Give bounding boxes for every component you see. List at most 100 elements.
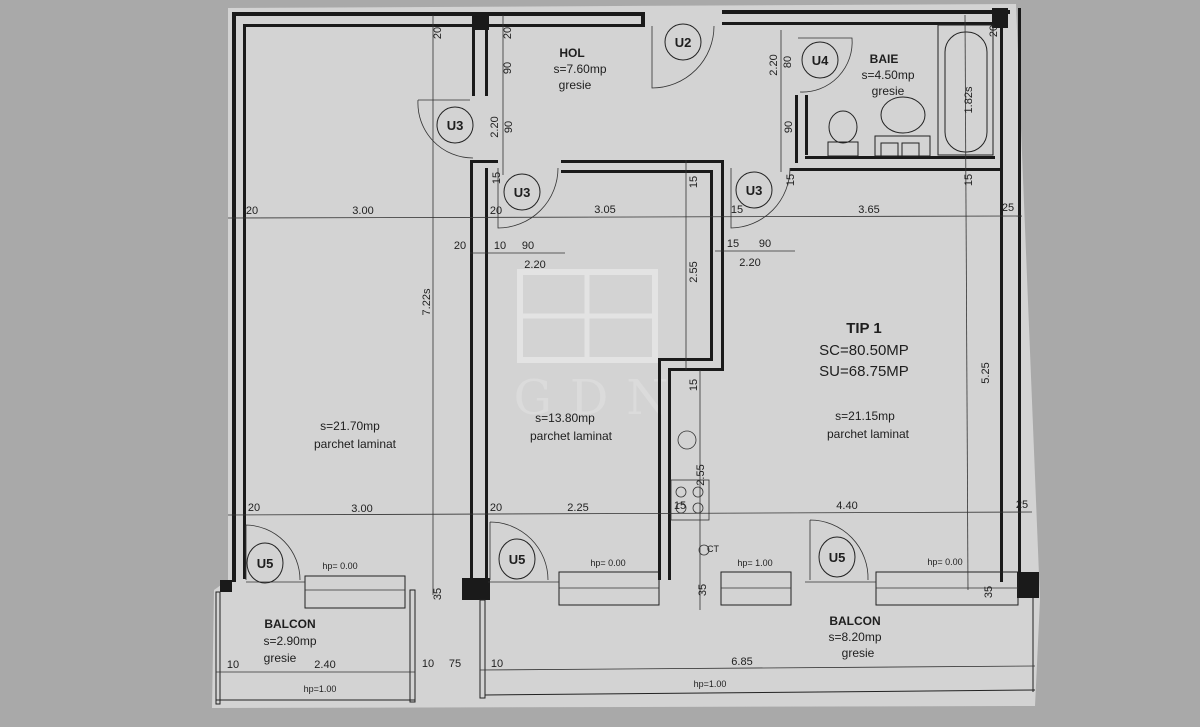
room-area-bedroom-left: s=21.70mp — [320, 419, 380, 433]
dimension-label: 80 — [782, 56, 794, 68]
sill-height: hp= 0.00 — [322, 561, 357, 571]
boiler-label: CT — [707, 544, 719, 554]
dimension-label: 2.55 — [695, 464, 707, 485]
door-tag: U3 — [447, 118, 464, 133]
door-tag: U5 — [509, 552, 526, 567]
dimension-label: 75 — [449, 658, 461, 670]
dimension-label: 5.25 — [980, 362, 992, 383]
dimension-label: 15 — [963, 174, 975, 186]
room-floor-bedroom-middle: parchet laminat — [530, 429, 613, 443]
room-name-hol: HOL — [559, 46, 584, 60]
sink-icon — [880, 96, 926, 134]
dimension-label: 15 — [674, 500, 686, 512]
door-tag: U5 — [829, 550, 846, 565]
door-tags: U2 U3 U3 U3 U4 U5 U5 U5 — [246, 23, 856, 584]
room-floor-bedroom-left: parchet laminat — [314, 437, 397, 451]
windows — [246, 571, 1019, 609]
dimension-label: 15 — [688, 379, 700, 391]
room-floor-balcon-right: gresie — [842, 646, 875, 660]
door-tag: U4 — [812, 53, 829, 68]
dimension-label: 2.20 — [524, 259, 545, 271]
apartment-type: TIP 1 — [846, 320, 882, 337]
dimension-label: 2.20 — [739, 257, 760, 269]
room-floor-hol: gresie — [559, 78, 592, 92]
room-area-balcon-right: s=8.20mp — [828, 630, 881, 644]
room-name-balcon-right: BALCON — [829, 614, 880, 628]
dimension-label: 10 — [491, 658, 503, 670]
horizontal-dimensions: 20 3.00 20 3.05 15 3.65 25 20 10 90 2.20… — [227, 202, 1028, 671]
room-name-baie: BAIE — [870, 52, 899, 66]
dimension-label: 90 — [522, 240, 534, 252]
dimension-label: 10 — [494, 240, 506, 252]
door-swings — [245, 25, 869, 581]
room-area-hol: s=7.60mp — [553, 62, 606, 76]
dimension-label: 90 — [502, 62, 514, 74]
dimension-label: 10 — [422, 658, 434, 670]
dimension-label: 2.20 — [768, 54, 780, 75]
door-tag: U3 — [746, 183, 763, 198]
toilet-icon — [828, 110, 858, 144]
dimension-label: 2.55 — [688, 261, 700, 282]
room-floor-balcon-left: gresie — [264, 651, 297, 665]
vertical-dimensions: 20 20 90 2.20 90 2.20 80 90 15 20 1.82s … — [421, 25, 1000, 600]
dimension-label: 35 — [432, 588, 444, 600]
room-area-balcon-left: s=2.90mp — [263, 634, 316, 648]
door-tag: U3 — [514, 185, 531, 200]
room-area-bedroom-middle: s=13.80mp — [535, 411, 595, 425]
dimension-label: 90 — [783, 121, 795, 133]
dimension-label: 2.40 — [314, 659, 335, 671]
built-area: SC=80.50MP — [819, 342, 909, 359]
dimension-label: 15 — [688, 176, 700, 188]
room-name-balcon-left: BALCON — [264, 617, 315, 631]
room-floor-living: parchet laminat — [827, 427, 910, 441]
dimension-label: 20 — [490, 205, 502, 217]
room-floor-baie: gresie — [872, 84, 905, 98]
sill-height: hp= 0.00 — [927, 557, 962, 567]
dimension-label: 25 — [1002, 202, 1014, 214]
dimension-label: 3.05 — [594, 204, 615, 216]
door-tag: U5 — [257, 556, 274, 571]
kitchen-sink-icon — [677, 430, 697, 450]
sill-height: hp= 0.00 — [590, 558, 625, 568]
dimension-label: 25 — [1016, 499, 1028, 511]
dimension-label: 7.22s — [421, 288, 433, 315]
svg-text:GDN: GDN — [514, 370, 687, 426]
room-area-baie: s=4.50mp — [861, 68, 914, 82]
dimension-label: 90 — [759, 238, 771, 250]
dimension-label: 90 — [503, 121, 515, 133]
dimension-label: 3.00 — [351, 503, 372, 515]
dimension-label: 1.82s — [963, 86, 975, 113]
dimension-label: 2.25 — [567, 502, 588, 514]
dimension-label: 15 — [727, 238, 739, 250]
dimension-label: 2.20 — [489, 116, 501, 137]
stove-icon — [670, 479, 710, 521]
dimension-label: 6.85 — [731, 656, 752, 668]
dimension-label: 3.65 — [858, 204, 879, 216]
sill-height: hp=1.00 — [304, 684, 337, 694]
dimension-lines — [216, 14, 1036, 673]
room-area-living: s=21.15mp — [835, 409, 895, 423]
dimension-label: 20 — [502, 27, 514, 39]
dimension-label: 20 — [988, 25, 1000, 37]
dimension-label: 15 — [785, 174, 797, 186]
balconies — [215, 589, 1036, 705]
dimension-label: 15 — [731, 204, 743, 216]
dimension-label: 3.00 — [352, 205, 373, 217]
dimension-label: 20 — [246, 205, 258, 217]
dimension-label: 4.40 — [836, 500, 857, 512]
dimension-label: 10 — [227, 659, 239, 671]
boiler-icon — [698, 544, 710, 556]
door-tag: U2 — [675, 35, 692, 50]
dimension-label: 20 — [454, 240, 466, 252]
sill-height: hp=1.00 — [694, 679, 727, 689]
dimension-label: 35 — [983, 586, 995, 598]
usable-area: SU=68.75MP — [819, 363, 909, 380]
dimension-label: 20 — [248, 502, 260, 514]
walls — [220, 8, 1039, 600]
sill-height: hp= 1.00 — [737, 558, 772, 568]
dimension-label: 35 — [697, 584, 709, 596]
watermark-logo: GDN — [514, 269, 687, 426]
dimension-label: 15 — [491, 172, 503, 184]
